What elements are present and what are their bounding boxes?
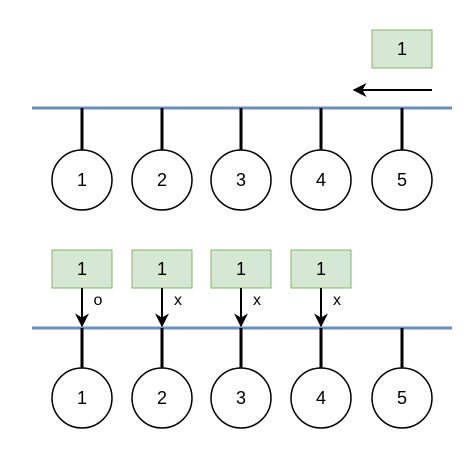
node-label: 3 [236,388,246,408]
node-label: 5 [397,170,407,190]
delivery-3: 1x [210,249,272,328]
packet-label: 1 [397,39,407,59]
node-2: 2 [131,328,193,429]
node-label: 4 [316,170,326,190]
node-5: 5 [371,328,433,429]
node-circle [371,149,433,211]
delivery-1: 1o [51,249,113,328]
node-4: 4 [290,108,352,211]
packet-label: 1 [77,259,87,279]
top-packet: 1 [371,29,433,69]
delivery-mark: x [253,292,261,309]
node-label: 5 [397,388,407,408]
packet-box [131,249,193,289]
node-label: 2 [157,388,167,408]
node-label: 1 [77,388,87,408]
node-4: 4 [290,328,352,429]
node-5: 5 [371,108,433,211]
node-label: 2 [157,170,167,190]
node-circle [51,367,113,429]
node-circle [210,367,272,429]
node-circle [290,149,352,211]
top-scenario: 1 1 2 3 4 5 [32,29,452,211]
node-2: 2 [131,108,193,211]
node-label: 4 [316,388,326,408]
bottom-nodes: 1 2 3 4 5 [51,328,433,429]
packet-label: 1 [236,259,246,279]
node-label: 3 [236,170,246,190]
delivery-mark: o [94,292,103,309]
node-1: 1 [51,108,113,211]
delivery-4: 1x [290,249,352,328]
node-circle [210,149,272,211]
node-3: 3 [210,108,272,211]
node-circle [51,149,113,211]
packet-box [210,249,272,289]
packet-box [371,29,433,69]
top-nodes: 1 2 3 4 5 [51,108,433,211]
delivery-mark: x [174,292,182,309]
packet-label: 1 [157,259,167,279]
node-1: 1 [51,328,113,429]
packet-box [290,249,352,289]
node-circle [131,367,193,429]
node-label: 1 [77,170,87,190]
node-circle [290,367,352,429]
node-circle [131,149,193,211]
packet-label: 1 [316,259,326,279]
node-circle [371,367,433,429]
delivery-2: 1x [131,249,193,328]
node-3: 3 [210,328,272,429]
delivery-mark: x [333,292,341,309]
